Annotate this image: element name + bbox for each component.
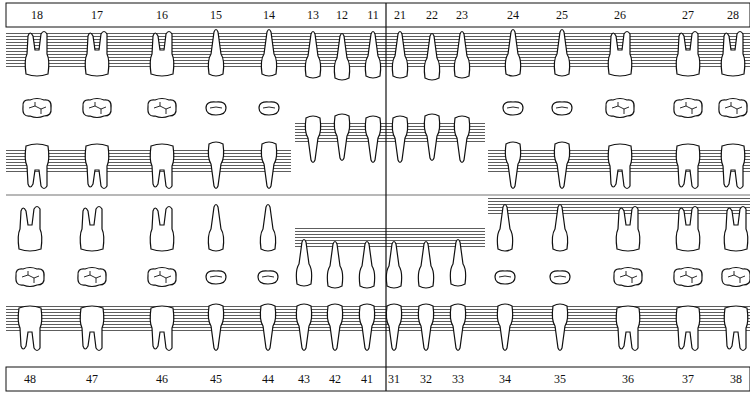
tooth-number: 35: [553, 372, 567, 386]
tooth-number: 41: [360, 372, 374, 386]
tooth-number: 14: [262, 8, 276, 22]
tooth-number: 45: [209, 372, 223, 386]
tooth-number: 23: [455, 8, 469, 22]
tooth-number: 17: [90, 8, 104, 22]
tooth-number: 25: [555, 8, 569, 22]
tooth-number: 33: [451, 372, 465, 386]
tooth-number: 26: [613, 8, 627, 22]
tooth-number: 22: [425, 8, 439, 22]
tooth-number: 42: [328, 372, 342, 386]
tooth-number: 28: [726, 8, 740, 22]
tooth-number: 15: [209, 8, 223, 22]
tooth-number: 31: [387, 372, 401, 386]
tooth-number: 37: [681, 372, 695, 386]
tooth-number: 38: [729, 372, 743, 386]
tooth-number: 12: [335, 8, 349, 22]
tooth-number: 16: [155, 8, 169, 22]
tooth-number: 32: [419, 372, 433, 386]
tooth-number: 36: [621, 372, 635, 386]
tooth-number: 43: [297, 372, 311, 386]
tooth-number: 34: [498, 372, 512, 386]
tooth-number: 13: [306, 8, 320, 22]
tooth-number: 47: [85, 372, 99, 386]
tooth-number: 44: [261, 372, 275, 386]
tooth-number: 27: [681, 8, 695, 22]
tooth-number: 48: [23, 372, 37, 386]
tooth-number: 24: [506, 8, 520, 22]
tooth-number: 21: [393, 8, 407, 22]
tooth-number: 46: [155, 372, 169, 386]
tooth-number: 11: [366, 8, 380, 22]
tooth-number: 18: [30, 8, 44, 22]
